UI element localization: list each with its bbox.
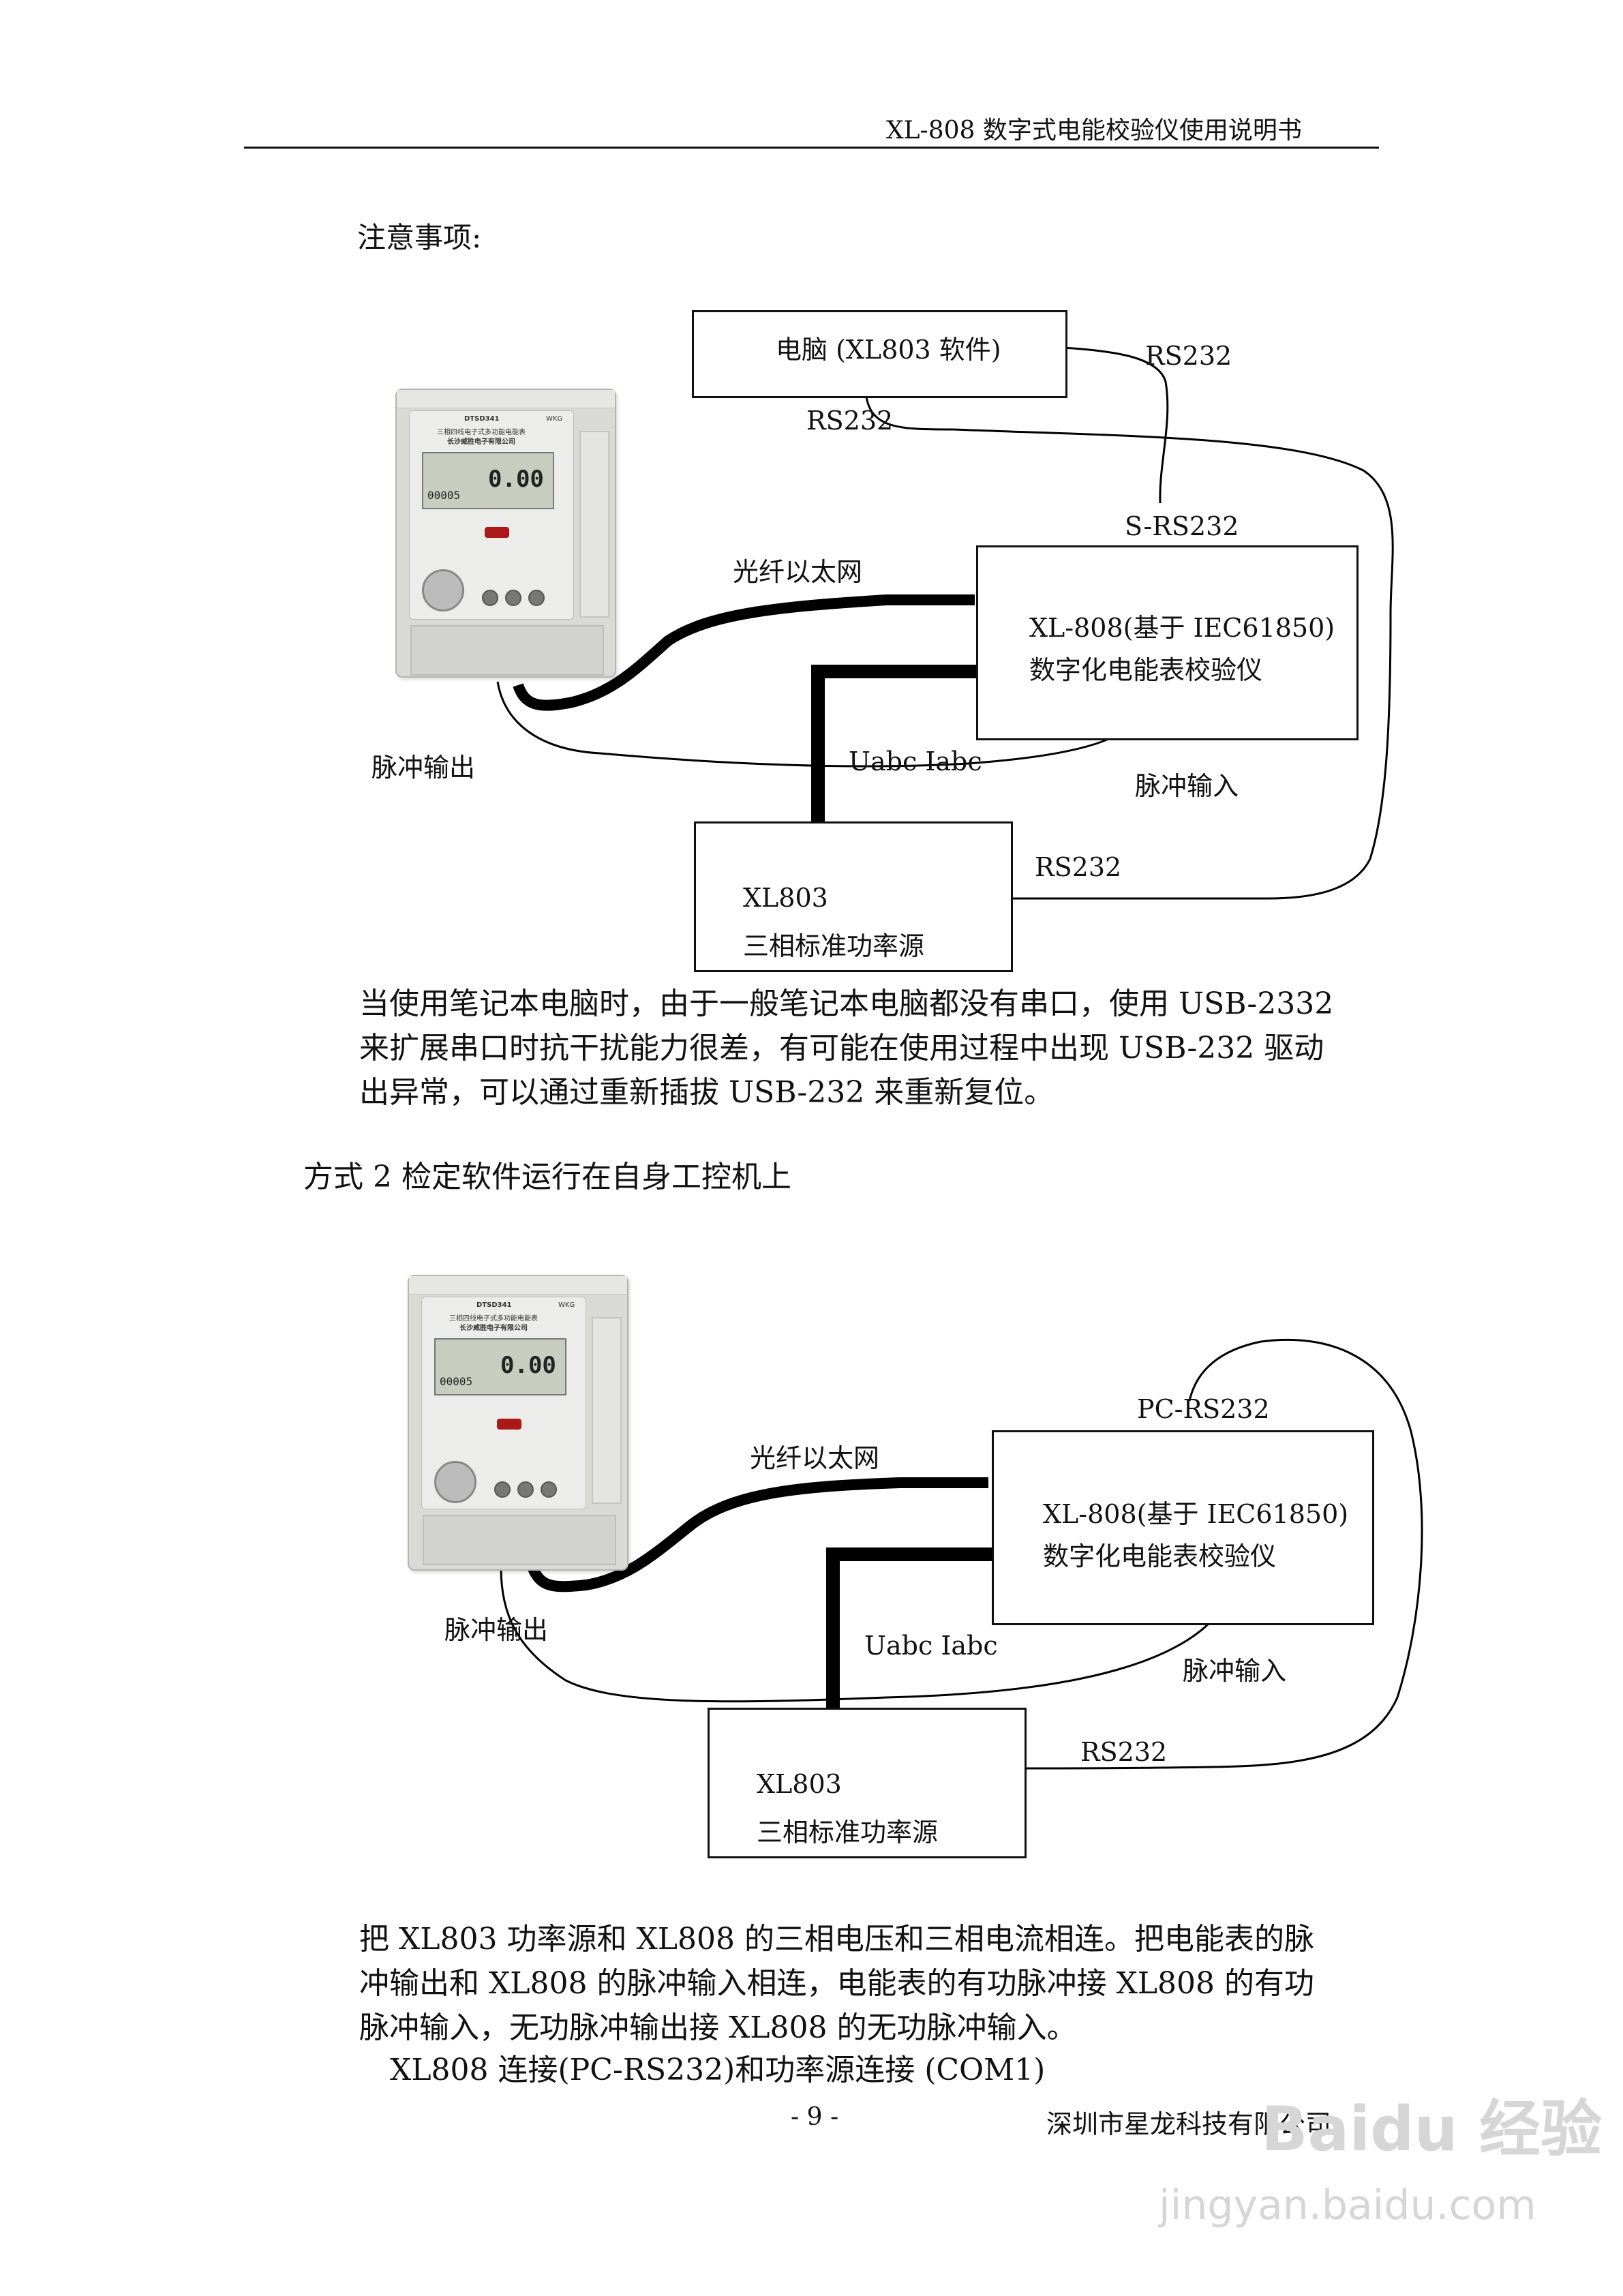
- d1-xl803-box: [694, 821, 1013, 972]
- d2-pc-rs232-wire: [1022, 1338, 1423, 1770]
- meter-reading: 0.00: [488, 466, 544, 493]
- meter-counter: 00005: [427, 489, 461, 502]
- d1-xl803-line2: 三相标准功率源: [743, 931, 925, 961]
- d2-xl808-line2: 数字化电能表校验仪: [1043, 1541, 1277, 1571]
- d2-fiber-cable: [525, 1477, 988, 1592]
- d1-rs232-top-label: RS232: [1145, 341, 1232, 371]
- method2-heading: 方式 2 检定软件运行在自身工控机上: [303, 1160, 791, 1194]
- d2-fiber-label: 光纤以太网: [750, 1443, 880, 1473]
- d1-xl808-line2: 数字化电能表校验仪: [1029, 655, 1263, 685]
- meter-lcd: 0.00 00005: [434, 1338, 566, 1395]
- d1-pc-label: 电脑 (XL803 软件): [776, 335, 1001, 365]
- d1-pulse-in-label: 脉冲输入: [1135, 771, 1239, 801]
- meter-model: DTSD341: [476, 1301, 512, 1309]
- d1-uabc-label: Uabc Iabc: [849, 746, 982, 776]
- d2-uabc-cable: [826, 1547, 992, 1708]
- d2-pulse-out-label: 脉冲输出: [444, 1615, 549, 1645]
- d1-energy-meter-photo: DTSD341 WKG 三相四线电子式多功能电能表 长沙威胜电子有限公司 0.0…: [395, 389, 616, 678]
- d1-pulse-wire: [496, 681, 1133, 768]
- d2-rs232-src-label: RS232: [1080, 1737, 1168, 1767]
- d1-pc-box: [692, 310, 1067, 398]
- paragraph-2-line: 脉冲输入，无功脉冲输出接 XL808 的无功脉冲输入。: [359, 2010, 1077, 2045]
- meter-button-3: [541, 1481, 557, 1498]
- d1-rs232-pc-label: RS232: [806, 406, 894, 436]
- d1-xl803-line1: XL803: [743, 883, 828, 913]
- meter-dial: [434, 1461, 476, 1503]
- meter-top-strip: [409, 1276, 627, 1295]
- meter-red-led: [497, 1419, 521, 1430]
- baidu-watermark-url: jingyan.baidu.com: [1159, 2181, 1536, 2229]
- meter-terminal-cover: [410, 625, 604, 676]
- meter-button-1: [494, 1481, 511, 1498]
- meter-top-strip: [397, 390, 615, 408]
- paragraph-1: 当使用笔记本电脑时，由于一般笔记本电脑都没有串口，使用 USB-2332 来扩展…: [359, 982, 1333, 1115]
- d2-xl803-line1: XL803: [757, 1769, 842, 1799]
- meter-name: 三相四线电子式多功能电能表: [437, 429, 526, 436]
- d2-uabc-label: Uabc Iabc: [864, 1631, 998, 1661]
- d1-uabc-cable: [811, 665, 976, 821]
- footer-page-number: - 9 -: [791, 2103, 839, 2131]
- d1-rs232-pc-xl808: [1063, 346, 1169, 504]
- d2-pc-rs232-label: PC-RS232: [1137, 1394, 1270, 1424]
- d1-pulse-out-label: 脉冲输出: [371, 753, 476, 783]
- meter-face: DTSD341 WKG 三相四线电子式多功能电能表 长沙威胜电子有限公司 0.0…: [409, 410, 574, 620]
- d1-rs232-pc-source: [864, 391, 1394, 900]
- meter-face: DTSD341 WKG 三相四线电子式多功能电能表 长沙威胜电子有限公司 0.0…: [421, 1297, 586, 1509]
- d2-xl803-line2: 三相标准功率源: [757, 1817, 939, 1847]
- header-title: XL-808 数字式电能校验仪使用说明书: [886, 117, 1302, 145]
- d2-xl803-box: [708, 1708, 1027, 1858]
- paragraph-1-line: 当使用笔记本电脑时，由于一般笔记本电脑都没有串口，使用 USB-2332: [359, 986, 1334, 1021]
- baidu-watermark-logo: Baidu 经验: [1261, 2094, 1603, 2165]
- meter-counter: 00005: [440, 1375, 473, 1388]
- meter-button-3: [528, 590, 545, 606]
- d1-xl808-box: [976, 545, 1359, 740]
- paragraph-2-line: 冲输出和 XL808 的脉冲输入相连，电能表的有功脉冲接 XL808 的有功: [359, 1966, 1314, 2001]
- note-heading: 注意事项:: [357, 221, 482, 254]
- meter-red-led: [485, 527, 509, 538]
- meter-brand: WKG: [558, 1301, 575, 1309]
- d1-fiber-label: 光纤以太网: [733, 557, 863, 587]
- header-rule: [244, 147, 1379, 149]
- meter-lcd: 0.00 00005: [422, 452, 554, 509]
- d2-xl808-line1: XL-808(基于 IEC61850): [1043, 1499, 1349, 1529]
- d2-pulse-wire: [500, 1567, 1215, 1703]
- meter-dial: [422, 569, 464, 611]
- meter-reading: 0.00: [500, 1352, 556, 1379]
- meter-button-1: [482, 590, 498, 606]
- d1-xl808-line1: XL-808(基于 IEC61850): [1029, 613, 1335, 643]
- d1-fiber-cable: [513, 594, 975, 711]
- paragraph-1-line: 出异常，可以通过重新插拔 USB-232 来重新复位。: [359, 1075, 1055, 1110]
- meter-button-2: [517, 1481, 534, 1498]
- paragraph-3: XL808 连接(PC-RS232)和功率源连接 (COM1): [390, 2053, 1046, 2087]
- d2-energy-meter-photo: DTSD341 WKG 三相四线电子式多功能电能表 长沙威胜电子有限公司 0.0…: [408, 1275, 628, 1571]
- d1-rs232-src-label: RS232: [1035, 852, 1122, 882]
- paragraph-1-line: 来扩展串口时抗干扰能力很差，有可能在使用过程中出现 USB-232 驱动: [359, 1031, 1324, 1066]
- d1-s-rs232-label: S-RS232: [1125, 511, 1239, 541]
- d2-xl808-box: [992, 1430, 1374, 1625]
- meter-side-panel: [592, 1317, 622, 1504]
- meter-button-2: [505, 590, 521, 606]
- meter-model: DTSD341: [464, 415, 500, 423]
- meter-company: 长沙威胜电子有限公司: [447, 438, 515, 446]
- meter-company: 长沙威胜电子有限公司: [459, 1325, 528, 1332]
- meter-brand: WKG: [546, 415, 563, 423]
- meter-terminal-cover: [423, 1515, 616, 1565]
- d2-pulse-in-label: 脉冲输入: [1183, 1656, 1287, 1686]
- meter-side-panel: [579, 431, 609, 618]
- meter-name: 三相四线电子式多功能电能表: [449, 1315, 538, 1323]
- paragraph-2: 把 XL803 功率源和 XL808 的三相电压和三相电流相连。把电能表的脉 冲…: [359, 1917, 1314, 2050]
- paragraph-2-line: 把 XL803 功率源和 XL808 的三相电压和三相电流相连。把电能表的脉: [359, 1922, 1314, 1957]
- footer-company: 深圳市星龙科技有限公司: [1046, 2109, 1332, 2139]
